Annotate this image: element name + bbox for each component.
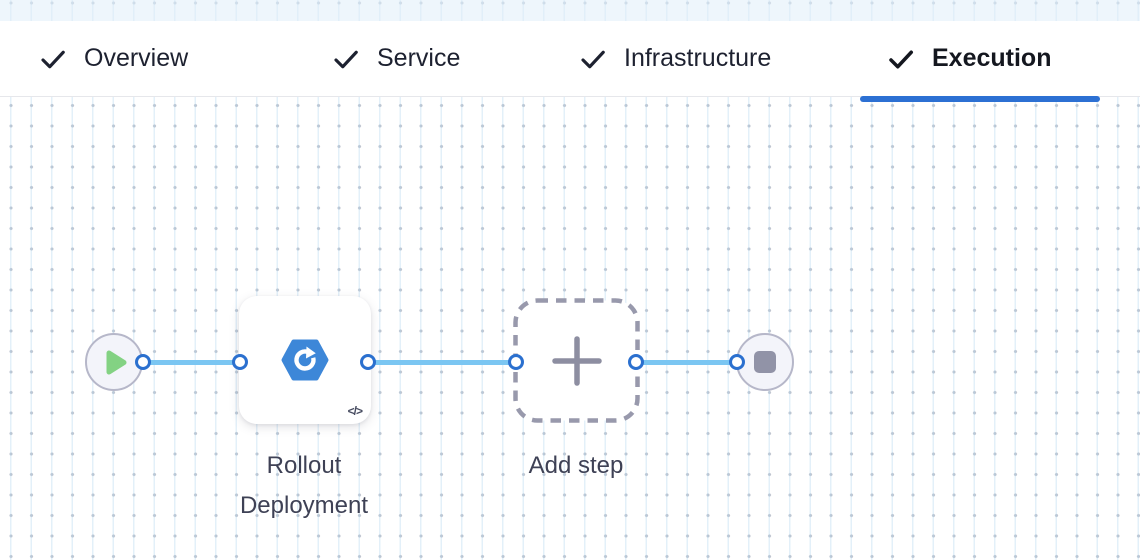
check-icon xyxy=(889,49,914,69)
check-icon xyxy=(334,50,358,68)
canvas-top-strip xyxy=(0,0,1140,21)
check-icon xyxy=(581,50,605,68)
stage-tab-bar: Overview Service Infrastructure Executio… xyxy=(0,21,1140,97)
node-connector xyxy=(360,354,524,370)
play-icon xyxy=(106,350,127,374)
connector-line xyxy=(368,359,516,365)
start-node xyxy=(85,333,143,391)
connector-port[interactable] xyxy=(232,354,248,370)
code-icon: </> xyxy=(347,404,363,418)
connector-line xyxy=(636,359,737,365)
plus-icon xyxy=(551,335,602,386)
rollout-deployment-icon xyxy=(281,339,329,381)
stop-icon xyxy=(754,351,776,373)
connector-port[interactable] xyxy=(628,354,644,370)
connector-port[interactable] xyxy=(729,354,745,370)
connector-line xyxy=(143,359,240,365)
connector-port[interactable] xyxy=(135,354,151,370)
tab-label: Service xyxy=(377,44,461,72)
connector-port[interactable] xyxy=(508,354,524,370)
check-icon xyxy=(41,50,65,68)
add-step-node[interactable] xyxy=(513,298,640,423)
add-step-label: Add step xyxy=(528,452,624,479)
step-node-rollout-deployment[interactable]: </> xyxy=(239,296,371,424)
tab-label: Overview xyxy=(84,44,189,72)
node-connector xyxy=(628,354,745,370)
tab-overview[interactable]: Overview xyxy=(38,21,188,96)
tab-infrastructure[interactable]: Infrastructure xyxy=(578,21,771,96)
tab-label: Infrastructure xyxy=(624,44,772,72)
tab-label: Execution xyxy=(932,44,1052,72)
tab-execution[interactable]: Execution xyxy=(886,21,1051,96)
node-connector xyxy=(135,354,248,370)
connector-port[interactable] xyxy=(360,354,376,370)
tab-service[interactable]: Service xyxy=(331,21,460,96)
step-label: Rollout Deployment xyxy=(239,452,369,519)
active-tab-underline xyxy=(860,96,1100,102)
